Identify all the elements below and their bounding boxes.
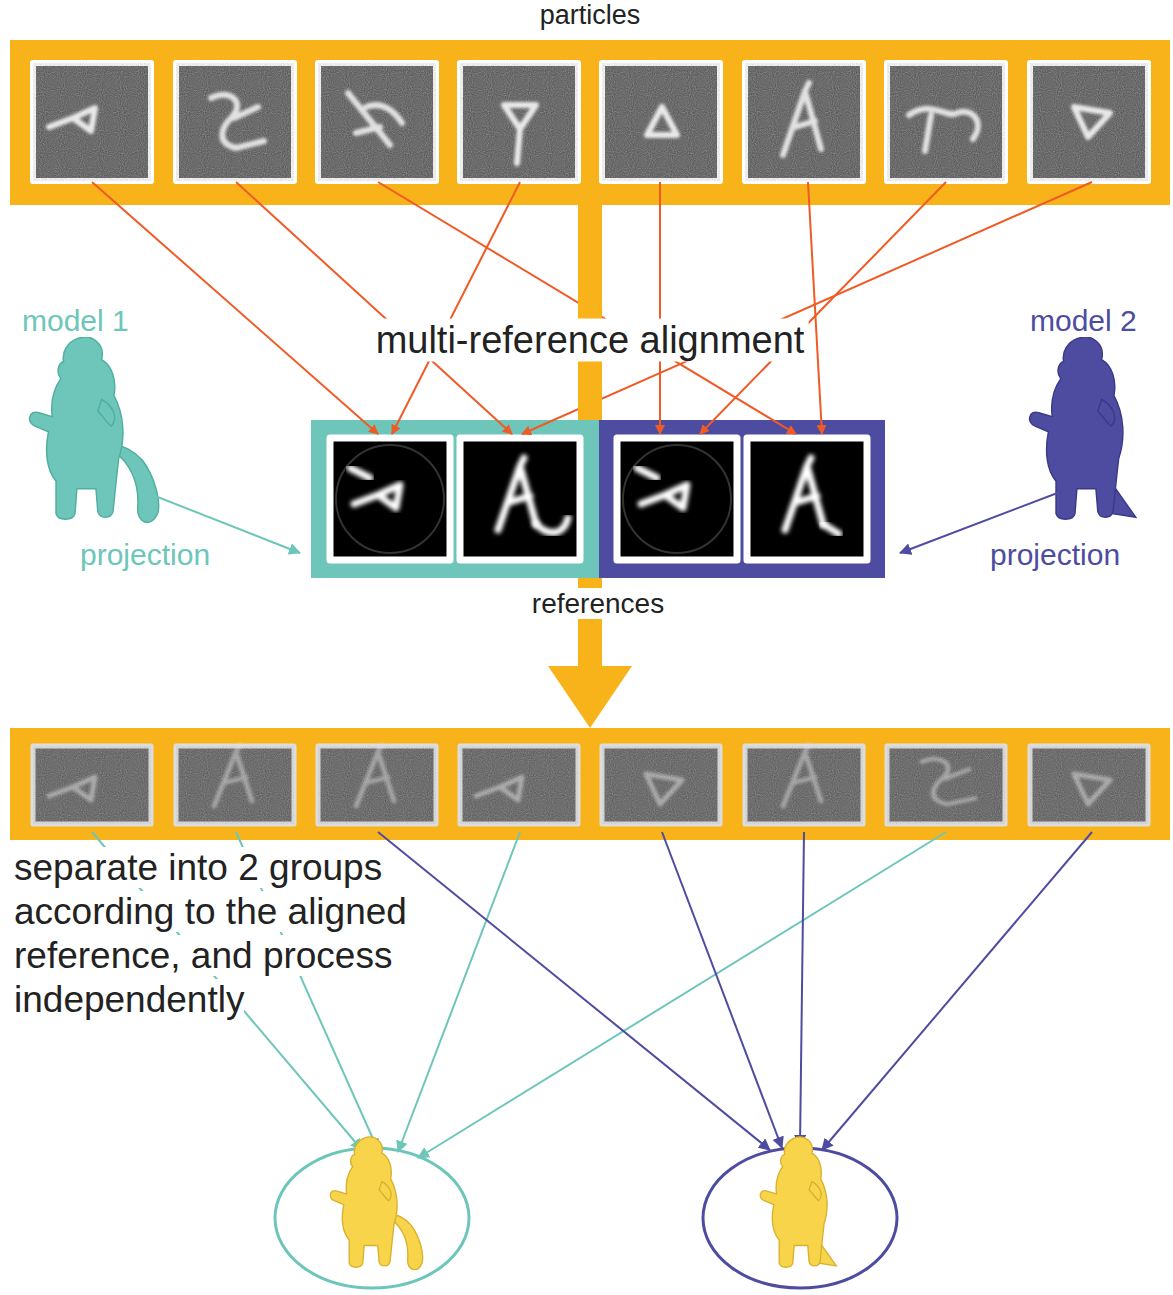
reference-group-2 [599, 420, 885, 578]
model-label-wrap: model 1 [22, 303, 129, 339]
result-figure-1 [330, 1137, 422, 1270]
model-1-figure [30, 337, 159, 522]
projection-label-wrap: projection [80, 537, 210, 573]
edge-label: multi-reference alignment [372, 319, 809, 362]
reference-group-1 [311, 420, 599, 578]
assignment-arrows [92, 182, 1092, 434]
alignment-flow [590, 205, 591, 420]
sorted-band [10, 728, 1170, 840]
group-arrows-2 [378, 832, 1092, 1150]
particles-band [10, 40, 1170, 205]
model-2-figure [1030, 337, 1136, 519]
node-heading: references [528, 588, 668, 619]
sorted-images [33, 745, 1148, 824]
particle-images [33, 63, 1148, 181]
node-heading: particles [536, 0, 645, 30]
projection-label: projection [80, 538, 210, 571]
model-label-wrap: model 2 [1030, 303, 1137, 339]
projection-label-wrap: projection [990, 537, 1120, 573]
particles-band: particles [10, 40, 1170, 205]
result-figure-2 [760, 1137, 836, 1267]
model-label: model 1 [22, 304, 129, 337]
node-heading-wrap: particles [10, 0, 1170, 31]
process-note-wrap: separate into 2 groups according to the … [14, 846, 494, 1022]
process-note: separate into 2 groups according to the … [14, 847, 407, 1020]
model-label: model 2 [1030, 304, 1137, 337]
projection-label: projection [990, 538, 1120, 571]
node-heading-wrap: references [311, 588, 885, 620]
references-box: references [311, 420, 885, 578]
reference-images [330, 438, 867, 560]
